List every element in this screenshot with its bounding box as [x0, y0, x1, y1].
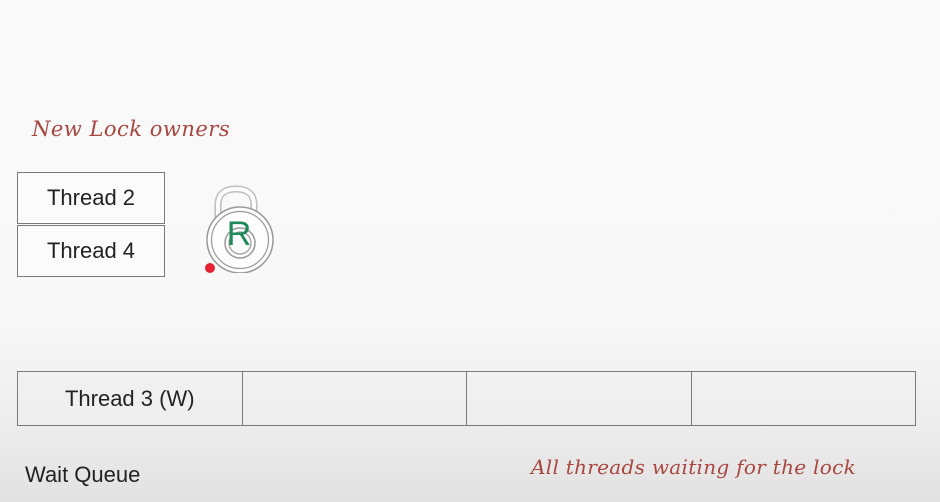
- new-lock-owners-label: New Lock owners: [32, 117, 231, 141]
- wait-queue-caption: All threads waiting for the lock: [531, 455, 856, 479]
- queue-slot: [243, 372, 467, 425]
- queue-slot: Thread 3 (W): [18, 372, 243, 425]
- wait-queue: Thread 3 (W): [17, 371, 916, 426]
- lock-owner-thread-box: Thread 2: [17, 172, 165, 224]
- lock-owner-thread-box: Thread 4: [17, 225, 165, 277]
- queue-slot: [692, 372, 916, 425]
- queue-slot: [467, 372, 692, 425]
- wait-queue-label: Wait Queue: [25, 462, 141, 487]
- pointer-dot: [205, 263, 215, 273]
- lock-mode-letter: R: [227, 215, 252, 253]
- padlock-icon: R: [206, 185, 274, 273]
